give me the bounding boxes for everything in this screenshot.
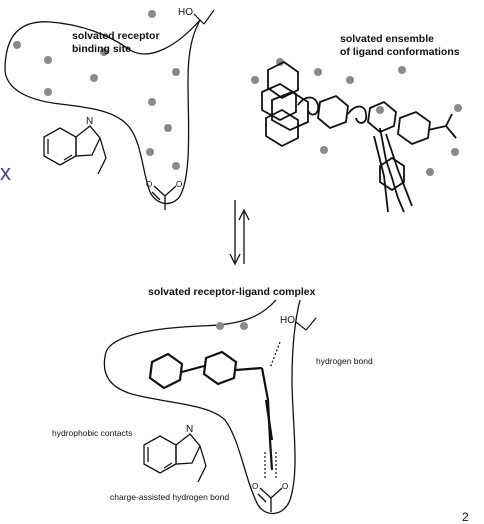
carboxylate-bottom [257,487,283,512]
indole-molecule-top [43,125,107,175]
receptor-pocket-wall-top [4,19,201,205]
edge-mark-left: x [0,160,11,185]
hydrophobic-contacts-label: hydrophobic contacts [52,428,133,438]
ensemble-label-line1: solvated ensemble [340,33,434,45]
water-molecules-bottom [216,322,248,330]
receptor-site-label-line1: solvated receptor [72,30,160,42]
receptor-pocket-wall-bottom [103,299,301,515]
ligand-bound [148,350,274,471]
hydroxyl-chain-top [193,9,215,25]
receptor-site-label-line2: binding site [72,43,131,55]
hydroxyl-chain-bottom [295,317,317,331]
ho-label-top: HO [178,7,193,18]
o-label-left-bottom: O [252,482,259,491]
n-label-bottom: N [186,424,194,435]
complex-title: solvated receptor-ligand complex [148,286,316,298]
equilibrium-arrows [229,200,250,266]
n-label-top: N [86,116,94,127]
indole-molecule-bottom [143,433,207,483]
hydrogen-bond-label: hydrogen bond [316,356,373,366]
o-label-right-top: O [176,180,183,189]
receptor-pocket-outline-bottom [105,299,277,353]
ho-label-bottom: HO [280,315,295,326]
ensemble-label-line2: of ligand conformations [340,46,460,58]
o-label-right-bottom: O [282,482,289,491]
hydrogen-bond-dashes [264,341,281,478]
water-molecules-top [13,10,180,170]
charge-assisted-hbond-label: charge-assisted hydrogen bond [110,492,230,502]
ligand-ensemble [261,60,457,213]
water-molecules-ensemble [251,58,462,176]
carboxylate-top [151,185,177,210]
receptor-pocket-outline-top [4,19,201,71]
edge-mark-bottom-right: 2 [462,510,469,524]
o-label-left-top: O [146,180,153,189]
